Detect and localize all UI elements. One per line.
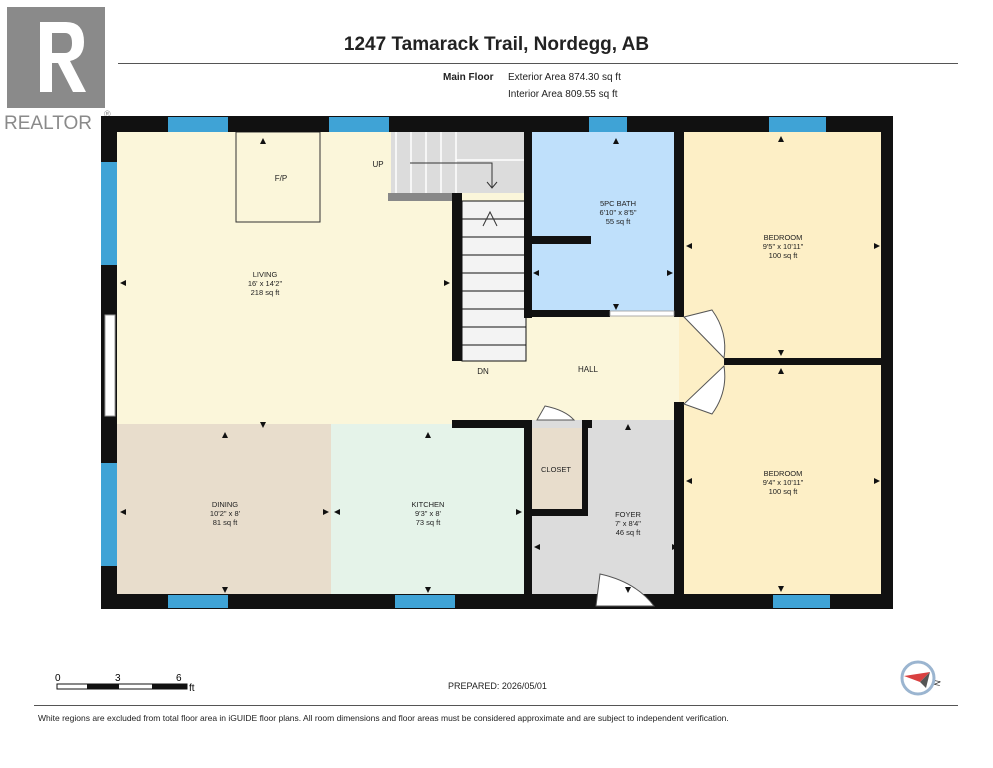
room-dimensions: 7' x 8'4" [615,519,641,528]
bath-door [609,310,675,317]
compass-icon: N [900,660,943,696]
room-label-dining: DINING 10'2" x 8' 81 sq ft [210,500,241,527]
room-label-kitchen: KITCHEN 9'3" x 8' 73 sq ft [412,500,445,527]
room-dimensions: 9'4" x 10'11" [763,478,804,487]
room-label-foyer: FOYER 7' x 8'4" 46 sq ft [615,510,641,537]
room-name: BEDROOM [764,233,803,242]
room-label-living: LIVING 16' x 14'2" 218 sq ft [248,270,283,297]
scale-tick-3: 3 [115,673,121,684]
room-name: FOYER [615,510,641,519]
room-dimensions: 9'3" x 8' [415,509,442,518]
scale-tick-6: 6 [176,673,182,684]
west-door [104,314,116,417]
window [329,117,389,132]
disclaimer: White regions are excluded from total fl… [38,713,729,723]
stairs-down [461,200,527,362]
room-kitchen-fill [331,424,528,602]
stairs-up-label: UP [372,160,383,169]
room-area: 73 sq ft [416,518,442,527]
room-label-bedroom1: BEDROOM 9'5" x 10'11" 100 sq ft [763,233,804,260]
room-dimensions: 6'10" x 8'5" [600,208,637,217]
compass-north-label: N [933,679,943,686]
stairs-down-label: DN [477,367,489,376]
scale-tick-0: 0 [55,673,61,684]
window [773,595,830,608]
front-door [595,573,656,607]
stairs-up [388,131,525,201]
window [589,117,627,132]
room-bath-fill [529,124,679,314]
realtor-logo: REALTOR ® [4,7,111,134]
room-area: 81 sq ft [213,518,239,527]
realtor-registered-mark: ® [104,109,111,119]
room-hall-fill [529,310,684,424]
dimension-arrows [120,136,880,593]
window [101,162,117,265]
page-title: 1247 Tamarack Trail, Nordegg, AB [343,34,650,55]
hall-label: HALL [578,365,599,374]
room-closet-fill [528,428,583,511]
room-dimensions: 10'2" x 8' [210,509,241,518]
room-dimensions: 9'5" x 10'11" [763,242,804,251]
closet-door [536,405,576,421]
floor-label: Main Floor [443,72,494,83]
bedroom-doors [683,309,726,415]
room-area: 218 sq ft [251,288,281,297]
room-area: 55 sq ft [606,217,632,226]
closet-label: CLOSET [541,465,571,474]
room-label-bedroom2: BEDROOM 9'4" x 10'11" 100 sq ft [763,469,804,496]
scale-unit: ft [189,683,195,694]
window [168,595,228,608]
room-area: 100 sq ft [769,251,799,260]
room-area: 46 sq ft [616,528,642,537]
fireplace-label: F/P [275,174,287,183]
window [769,117,826,132]
room-name: KITCHEN [412,500,445,509]
window [395,595,455,608]
scale-bar: 0 3 6 ft [55,673,195,694]
window [168,117,228,132]
exterior-area: Exterior Area 874.30 sq ft [508,72,621,83]
prepared-date: PREPARED: 2026/05/01 [448,681,547,691]
room-name: BEDROOM [764,469,803,478]
interior-area: Interior Area 809.55 sq ft [508,89,618,100]
windows [101,117,830,608]
room-area: 100 sq ft [769,487,799,496]
room-name: DINING [212,500,238,509]
room-label-bath: 5PC BATH 6'10" x 8'5" 55 sq ft [600,199,637,226]
window [101,463,117,566]
footer-divider [34,705,958,706]
room-name: LIVING [253,270,278,279]
room-name: 5PC BATH [600,199,636,208]
header-divider [118,63,958,64]
room-dining-fill [109,424,331,602]
realtor-r-icon [40,22,86,92]
realtor-logo-text: REALTOR [4,113,92,134]
room-dimensions: 16' x 14'2" [248,279,283,288]
